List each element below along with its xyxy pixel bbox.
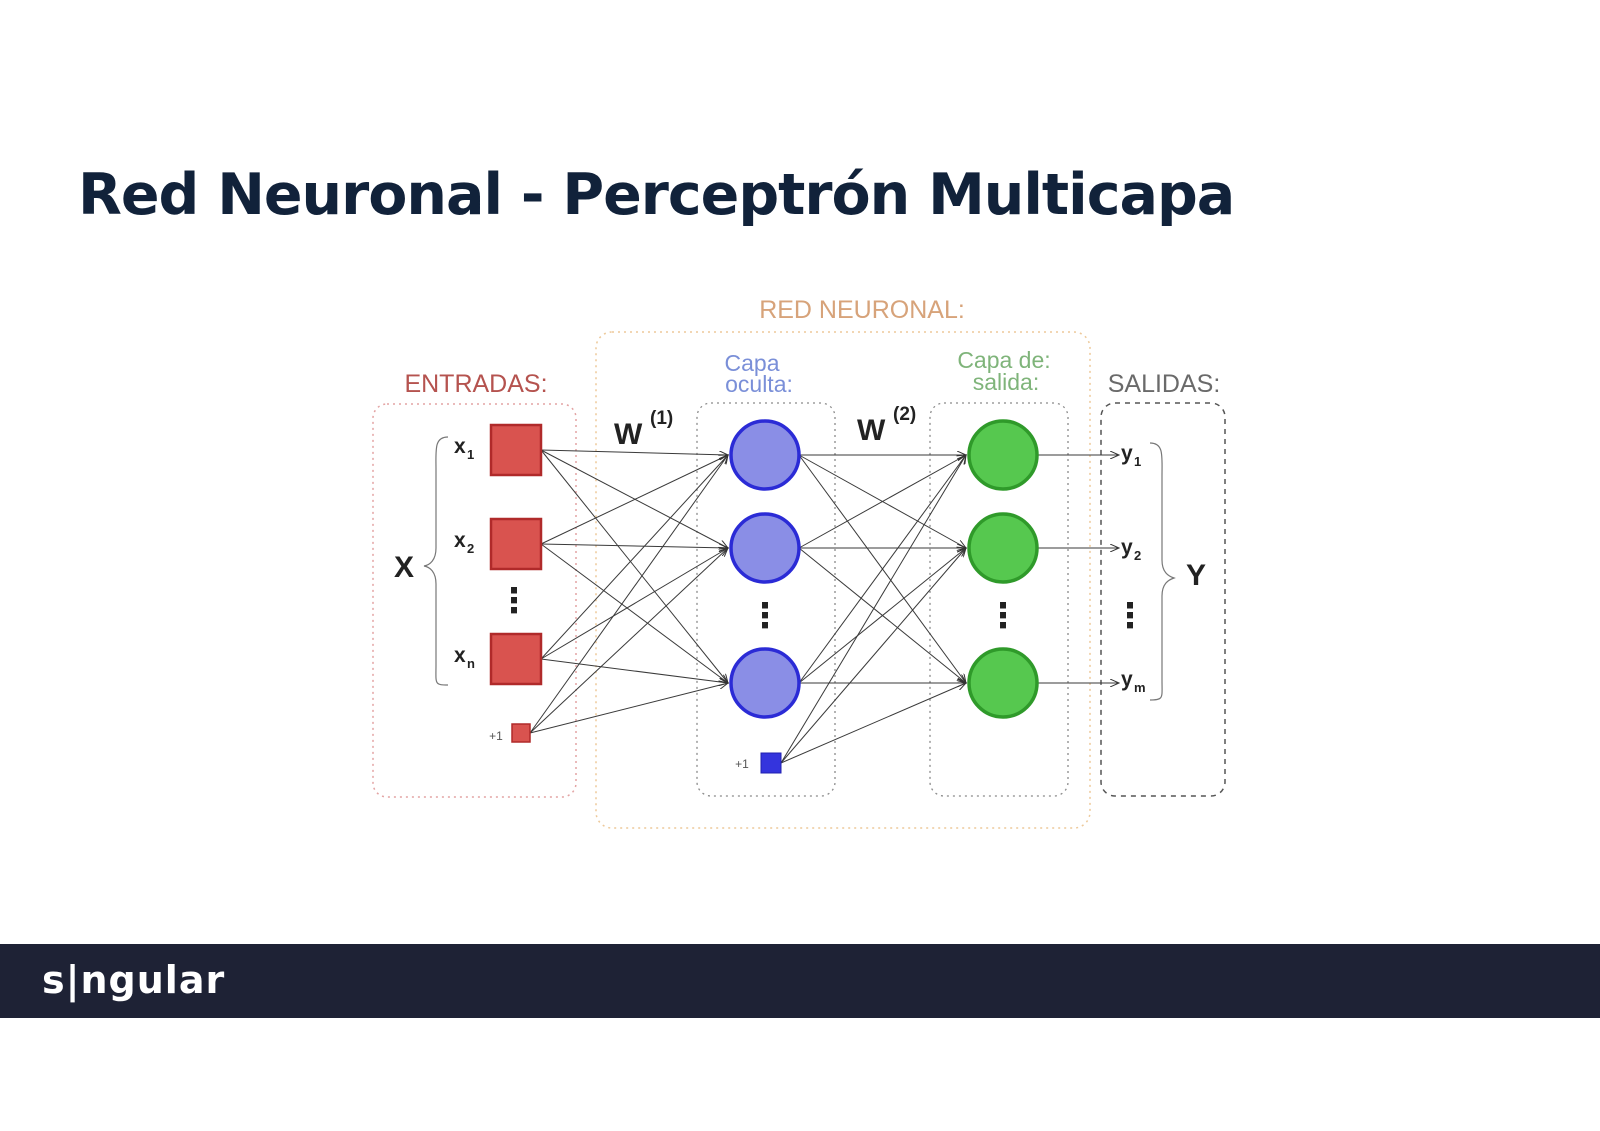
input-vector-label: X — [394, 551, 414, 584]
output-node-3 — [967, 647, 1039, 719]
hidden-layer-box — [696, 402, 836, 797]
bias-hidden-label: +1 — [735, 757, 749, 771]
input-var-subscript: 2 — [467, 541, 474, 556]
output-ellipsis: ⋮ — [986, 597, 1020, 635]
nodes — [489, 419, 1039, 774]
hidden-node-3 — [729, 647, 801, 719]
singular-logo: s|ngular — [42, 958, 226, 1002]
inputs-label: ENTRADAS: — [404, 370, 547, 398]
input-var-label: x — [454, 644, 466, 667]
output-var-label: y — [1121, 536, 1133, 559]
weight-connection-1 — [529, 548, 728, 734]
weight-connection-2 — [798, 455, 966, 549]
hidden-label-line1: Capa — [725, 350, 780, 376]
weight-connection-1 — [540, 543, 728, 548]
inputs-group-box — [372, 403, 577, 798]
bias-input-node — [511, 723, 531, 743]
footer-bar: s|ngular — [0, 944, 1600, 1018]
input-var-label: x — [454, 529, 466, 552]
outputs-group-box — [1100, 402, 1226, 797]
bias-hidden-node — [760, 752, 782, 774]
hidden-ellipsis: ⋮ — [748, 597, 782, 635]
weights-1-superscript: (1) — [650, 408, 673, 429]
weights-2-label: W — [857, 414, 886, 447]
output-var-subscript: 1 — [1134, 454, 1141, 469]
outputs-label: SALIDAS: — [1108, 370, 1221, 398]
input-node-1 — [489, 423, 543, 477]
output-layer-box — [929, 402, 1069, 797]
output-var-label: y — [1121, 442, 1133, 465]
slide-title: Red Neuronal - Perceptrón Multicapa — [78, 162, 1235, 228]
output-label-line1: Capa de: — [957, 347, 1050, 373]
input-ellipsis: ⋮ — [497, 582, 531, 620]
weight-connection-1 — [540, 455, 728, 545]
hidden-node-1 — [729, 419, 801, 491]
outputs-ellipsis: ⋮ — [1113, 597, 1147, 635]
output-var-label: y — [1121, 668, 1133, 691]
output-var-subscript: 2 — [1134, 548, 1141, 563]
weights-1-label: W — [614, 418, 643, 451]
output-brace — [1149, 442, 1176, 701]
input-var-label: x — [454, 435, 466, 458]
output-node-1 — [967, 419, 1039, 491]
weight-connection-1 — [529, 455, 728, 734]
connections — [529, 449, 1119, 764]
input-brace — [423, 436, 449, 686]
input-var-subscript: 1 — [467, 447, 474, 462]
network-label: RED NEURONAL: — [759, 296, 965, 324]
weights-2-superscript: (2) — [893, 404, 916, 425]
output-node-2 — [967, 512, 1039, 584]
weight-connection-1 — [529, 683, 728, 734]
input-node-2 — [489, 517, 543, 571]
output-var-subscript: m — [1134, 680, 1146, 695]
bias-input-label: +1 — [489, 729, 503, 743]
weight-connection-1 — [540, 658, 728, 683]
weight-connection-1 — [540, 449, 728, 683]
weight-connection-1 — [540, 455, 728, 660]
weight-connection-2 — [798, 455, 966, 684]
weight-connection-2 — [798, 548, 966, 684]
output-label-line2: salida: — [973, 369, 1039, 395]
hidden-label-line2: oculta: — [725, 371, 793, 397]
weight-connection-2 — [780, 683, 966, 764]
input-node-3 — [489, 632, 543, 686]
weight-connection-2 — [780, 548, 966, 764]
weight-connection-1 — [540, 543, 728, 683]
input-var-subscript: n — [467, 656, 475, 671]
hidden-node-2 — [729, 512, 801, 584]
weight-connection-1 — [540, 449, 728, 455]
weight-connection-1 — [540, 548, 728, 660]
weight-connection-2 — [780, 455, 966, 764]
network-group-box — [595, 331, 1091, 829]
output-vector-label: Y — [1186, 559, 1206, 592]
